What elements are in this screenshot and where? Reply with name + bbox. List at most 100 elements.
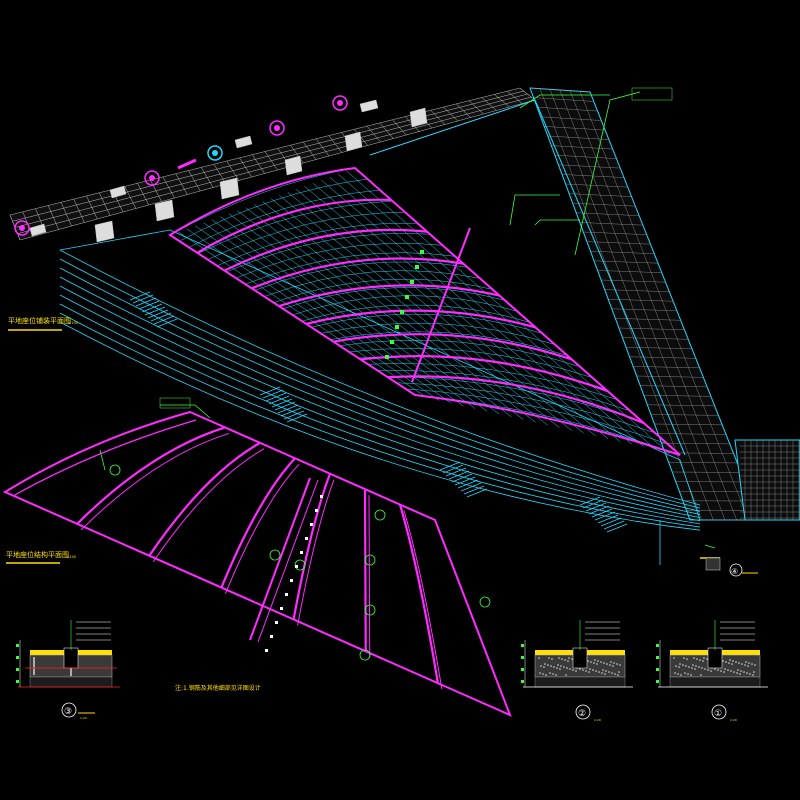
plan-title-lower-scale: 1:100	[66, 555, 76, 559]
aggregate-dot	[564, 659, 566, 661]
aggregate-dot	[613, 662, 615, 664]
aggregate-dot	[551, 658, 553, 660]
aggregate-dot	[33, 665, 35, 667]
structure-beam	[368, 495, 371, 658]
seat-row	[333, 333, 573, 361]
lower-structure-plan	[2, 410, 512, 717]
step-hatch	[153, 315, 175, 325]
aggregate-dot	[33, 657, 35, 659]
diagonal-walkway	[529, 87, 800, 521]
aggregate-dot	[731, 663, 733, 665]
grid-marker	[420, 250, 424, 254]
aggregate-dot	[688, 666, 690, 668]
aggregate-dot	[602, 669, 604, 671]
aggregate-dot	[704, 668, 706, 670]
aggregate-dot	[550, 665, 552, 667]
base-layer	[534, 676, 626, 688]
street-paving-band	[9, 87, 536, 243]
dim-tick	[300, 551, 303, 554]
section-scale: 1:20	[80, 716, 87, 720]
seat-grid-line	[188, 189, 381, 248]
seat-grid-line	[377, 369, 631, 412]
aggregate-dot	[543, 666, 545, 668]
seat-grid-line	[367, 363, 618, 401]
aggregate-dot	[701, 667, 703, 669]
aggregate-dot	[616, 663, 618, 665]
aggregate-dot	[702, 660, 704, 662]
structure-beam	[224, 463, 300, 594]
aggregate-dot	[732, 660, 734, 662]
aggregate-dot	[603, 662, 605, 664]
aggregate-dot	[560, 665, 562, 667]
aggregate-dot	[589, 668, 591, 670]
section-callout	[479, 596, 491, 608]
seat-grid-line	[338, 173, 657, 450]
section-detail-3	[656, 620, 768, 688]
aggregate-dot	[720, 670, 722, 672]
aggregate-dot	[727, 669, 729, 671]
grid-marker	[390, 340, 394, 344]
aggregate-dot	[598, 671, 600, 673]
aggregate-dot	[690, 674, 692, 676]
aggregate-dot	[738, 662, 740, 664]
step-hatch	[594, 511, 616, 521]
curb-block	[572, 647, 588, 669]
dim-tick	[275, 621, 278, 624]
section-callout	[364, 604, 376, 616]
step-hatch	[439, 461, 461, 471]
aggregate-dot	[747, 665, 749, 667]
step-hatch	[448, 470, 470, 480]
edge-detail	[700, 557, 758, 577]
aggregate-dot	[746, 672, 748, 674]
section-callout	[374, 509, 386, 521]
paving-joint	[579, 91, 749, 521]
aggregate-dot	[33, 673, 35, 675]
step-hatch	[129, 291, 151, 301]
aggregate-dot	[682, 664, 684, 666]
aggregate-dot	[597, 660, 599, 662]
aggregate-dot	[556, 667, 558, 669]
structure-beam	[152, 448, 265, 562]
aggregate-dot	[552, 673, 554, 675]
aggregate-dot	[678, 666, 680, 668]
aggregate-dot	[675, 665, 677, 667]
aggregate-dot	[540, 665, 542, 667]
seat-grid-line	[312, 183, 620, 442]
aggregate-dot	[538, 657, 540, 659]
grid-marker	[410, 280, 414, 284]
aggregate-dot	[596, 663, 598, 665]
aggregate-dot	[557, 664, 559, 666]
aggregate-dot	[569, 668, 571, 670]
step-hatch	[603, 520, 625, 530]
aggregate-dot	[722, 660, 724, 662]
aggregate-dot	[717, 669, 719, 671]
seat-grid-line	[245, 252, 456, 285]
aggregate-dot	[739, 673, 741, 675]
grid-marker	[385, 355, 389, 359]
aggregate-dot	[740, 670, 742, 672]
tree-pit-icons	[14, 95, 348, 236]
aggregate-dot	[567, 660, 569, 662]
section-detail-1	[16, 620, 120, 688]
aggregate-dot	[559, 668, 561, 670]
paving-joint	[14, 93, 528, 228]
step-hatch	[280, 407, 302, 417]
seat-grid-line	[245, 207, 524, 420]
aggregate-dot	[561, 658, 563, 660]
terrace-line	[59, 285, 701, 518]
section-scale: 1:20	[730, 718, 737, 722]
section-callout	[359, 649, 371, 661]
aggregate-dot	[70, 668, 72, 670]
aggregate-dot	[582, 669, 584, 671]
aggregate-dot	[679, 663, 681, 665]
dim-tick	[315, 509, 318, 512]
aggregate-dot	[587, 660, 589, 662]
step-hatch	[138, 300, 160, 310]
dim-tick	[280, 607, 283, 610]
aggregate-dot	[33, 671, 35, 673]
aggregate-dot	[745, 661, 747, 663]
dim-mark	[521, 656, 524, 659]
dim-mark	[656, 668, 659, 671]
step-hatch	[141, 303, 163, 313]
structure-beam	[220, 457, 296, 588]
